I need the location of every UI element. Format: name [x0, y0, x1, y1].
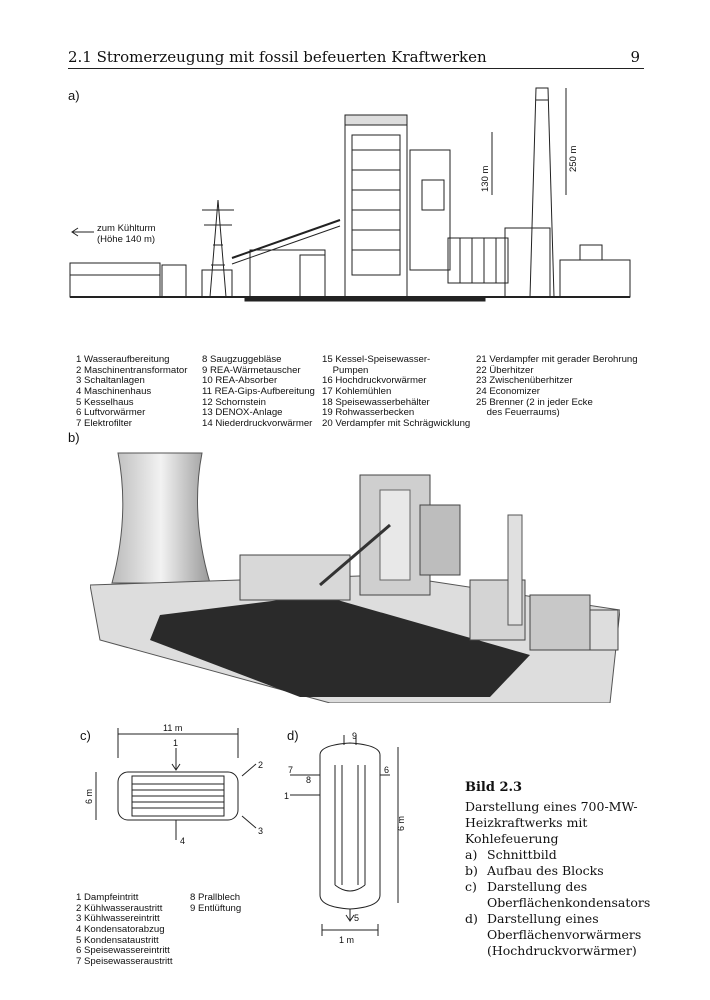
- figure-number: Bild 2.3: [465, 780, 523, 795]
- dim-250m: 250 m: [568, 146, 579, 172]
- svg-text:1: 1: [284, 791, 289, 801]
- svg-text:7: 7: [288, 765, 293, 775]
- condenser-height: 6 m: [84, 789, 94, 804]
- cooling-tower-note: zum Kühlturm: [97, 223, 156, 234]
- svg-text:3: 3: [258, 826, 263, 836]
- power-plant-3d-illustration: [90, 452, 620, 703]
- surface-preheater-diagram: 6 m 1 m 9 7 6 8 1 5: [284, 731, 406, 945]
- svg-text:8: 8: [306, 775, 311, 785]
- caption-item-d: d)Darstellung eines Oberflächenvorwärmer…: [465, 911, 642, 958]
- figure-description: Darstellung eines 700-MW-Heizkraftwerks …: [465, 799, 638, 846]
- cooling-tower-height: (Höhe 140 m): [97, 234, 155, 245]
- svg-text:4: 4: [180, 836, 185, 846]
- preheater-height: 6 m: [396, 816, 406, 831]
- svg-text:6: 6: [384, 765, 389, 775]
- caption-item-b: b)Aufbau des Blocks: [465, 863, 604, 878]
- preheater-width: 1 m: [339, 935, 354, 945]
- figure-caption: Bild 2.3 Darstellung eines 700-MW-Heizkr…: [465, 780, 651, 959]
- surface-condenser-diagram: 11 m 6 m 1 2 3 4: [84, 723, 263, 846]
- condenser-width: 11 m: [163, 723, 182, 733]
- dim-130m: 130 m: [480, 166, 491, 192]
- panel-c-label: c): [80, 728, 91, 743]
- panel-b-label: b): [68, 430, 80, 445]
- svg-text:1: 1: [173, 738, 178, 748]
- power-plant-cross-section: zum Kühlturm (Höhe 140 m) 130 m 250 m: [69, 87, 631, 302]
- page-number: 9: [630, 48, 640, 66]
- caption-item-c: c)Darstellung des Oberflächenkondensator…: [465, 879, 651, 910]
- caption-item-a: a)Schnittbild: [465, 847, 557, 862]
- svg-text:5: 5: [354, 913, 359, 923]
- running-header: 2.1 Stromerzeugung mit fossil befeuerten…: [68, 46, 644, 69]
- panel-a-label: a): [68, 88, 80, 103]
- svg-text:9: 9: [352, 731, 357, 741]
- chapter-title: 2.1 Stromerzeugung mit fossil befeuerten…: [68, 48, 487, 66]
- panel-d-label: d): [287, 728, 299, 743]
- svg-text:2: 2: [258, 760, 263, 770]
